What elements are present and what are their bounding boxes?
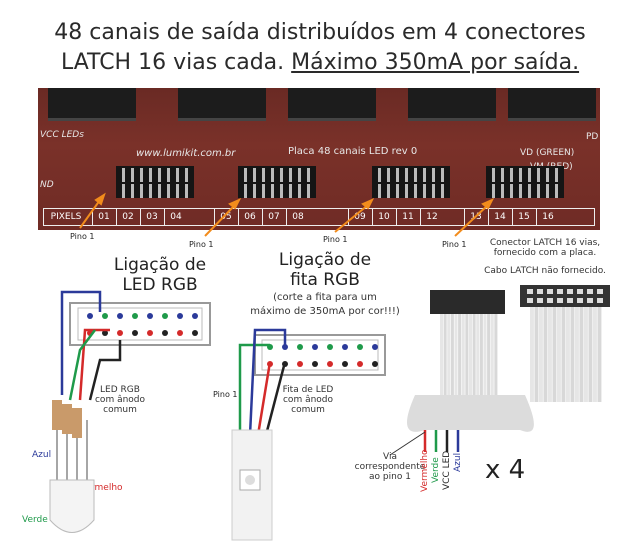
pixel-number: 01 — [92, 209, 115, 225]
led-rgb-desc: LED RGB com ânodo comum — [94, 385, 146, 415]
latch-times: x 4 — [485, 455, 526, 485]
pino1-label-1: Pino 1 — [70, 232, 95, 241]
pixel-number: 11 — [396, 209, 419, 225]
led-rgb-connector — [69, 302, 211, 346]
pixel-number: 12 — [420, 209, 443, 225]
ic-chip — [48, 88, 136, 121]
pixel-number: 06 — [238, 209, 261, 225]
ic-chip — [508, 88, 596, 121]
led-rgb-body — [49, 400, 95, 533]
led-vermelho-label: Vermelho — [80, 483, 123, 493]
fita-title-2: fita RGB — [290, 270, 360, 290]
board-name: Placa 48 canais LED rev 0 — [288, 146, 418, 157]
ic-chip — [408, 88, 496, 121]
pixel-number: 16 — [536, 209, 559, 225]
title-line-1: 48 canais de saída distribuídos em 4 con… — [54, 20, 586, 45]
pin-header — [116, 166, 194, 198]
fita-note-2: máximo de 350mA por cor!!!) — [250, 306, 400, 317]
ic-chip — [288, 88, 376, 121]
ic-chip — [178, 88, 266, 121]
led-azul-label: Azul — [32, 450, 52, 460]
fita-wires — [238, 328, 287, 436]
board-pd: PD — [586, 132, 599, 142]
board-vcc: VCC LEDs — [40, 130, 84, 140]
led-rgb-title-2: LED RGB — [122, 275, 198, 295]
title-line-2b: Máximo 350mA por saída. — [291, 50, 580, 75]
led-verde-label: Verde — [22, 515, 48, 525]
pixel-number: 15 — [512, 209, 535, 225]
title-line-2: LATCH 16 vias cada. Máximo 350mA por saí… — [0, 50, 640, 75]
led-strip — [231, 429, 273, 541]
pixel-number: 14 — [488, 209, 511, 225]
latch-cable-note: Cabo LATCH não fornecido. — [484, 266, 606, 276]
via-pointer — [389, 431, 426, 456]
pin-header — [238, 166, 316, 198]
pino1-label-2: Pino 1 — [189, 240, 214, 249]
board-vd: VD (GREEN) — [520, 148, 575, 158]
board-gnd: ND — [40, 180, 54, 190]
latch-title: Conector LATCH 16 vias, fornecido com a … — [489, 238, 601, 258]
fita-desc: Fita de LED com ânodo comum — [282, 385, 334, 415]
pixels-label: PIXELS — [50, 212, 82, 222]
board-url: www.lumikit.com.br — [136, 148, 236, 159]
pixel-number: 04 — [164, 209, 187, 225]
fita-connector — [254, 334, 386, 376]
pixel-number: 10 — [372, 209, 395, 225]
led-rgb-wires — [60, 290, 122, 401]
pixel-number: 09 — [348, 209, 371, 225]
fita-title-1: Ligação de — [278, 250, 372, 270]
title-line-2a: LATCH 16 vias cada. — [60, 50, 292, 75]
pixel-number: 07 — [262, 209, 285, 225]
latch-connectors — [407, 285, 610, 432]
pixel-number: 03 — [140, 209, 163, 225]
pino1-label-3: Pino 1 — [323, 235, 348, 244]
pixel-number: 02 — [116, 209, 139, 225]
pin-header — [372, 166, 450, 198]
pino1-arrows — [79, 192, 495, 237]
led-rgb-title-1: Ligação de — [113, 255, 207, 275]
fita-note-1: (corte a fita para um — [273, 292, 377, 303]
pixel-number: 08 — [286, 209, 309, 225]
fita-pino1-label: Pino 1 — [213, 390, 238, 399]
latch-wires — [423, 430, 460, 452]
pixel-number: 05 — [214, 209, 237, 225]
pino1-label-4: Pino 1 — [442, 240, 467, 249]
pin-header — [486, 166, 564, 198]
latch-via-note: Via correspondente ao pino 1 — [354, 452, 426, 482]
